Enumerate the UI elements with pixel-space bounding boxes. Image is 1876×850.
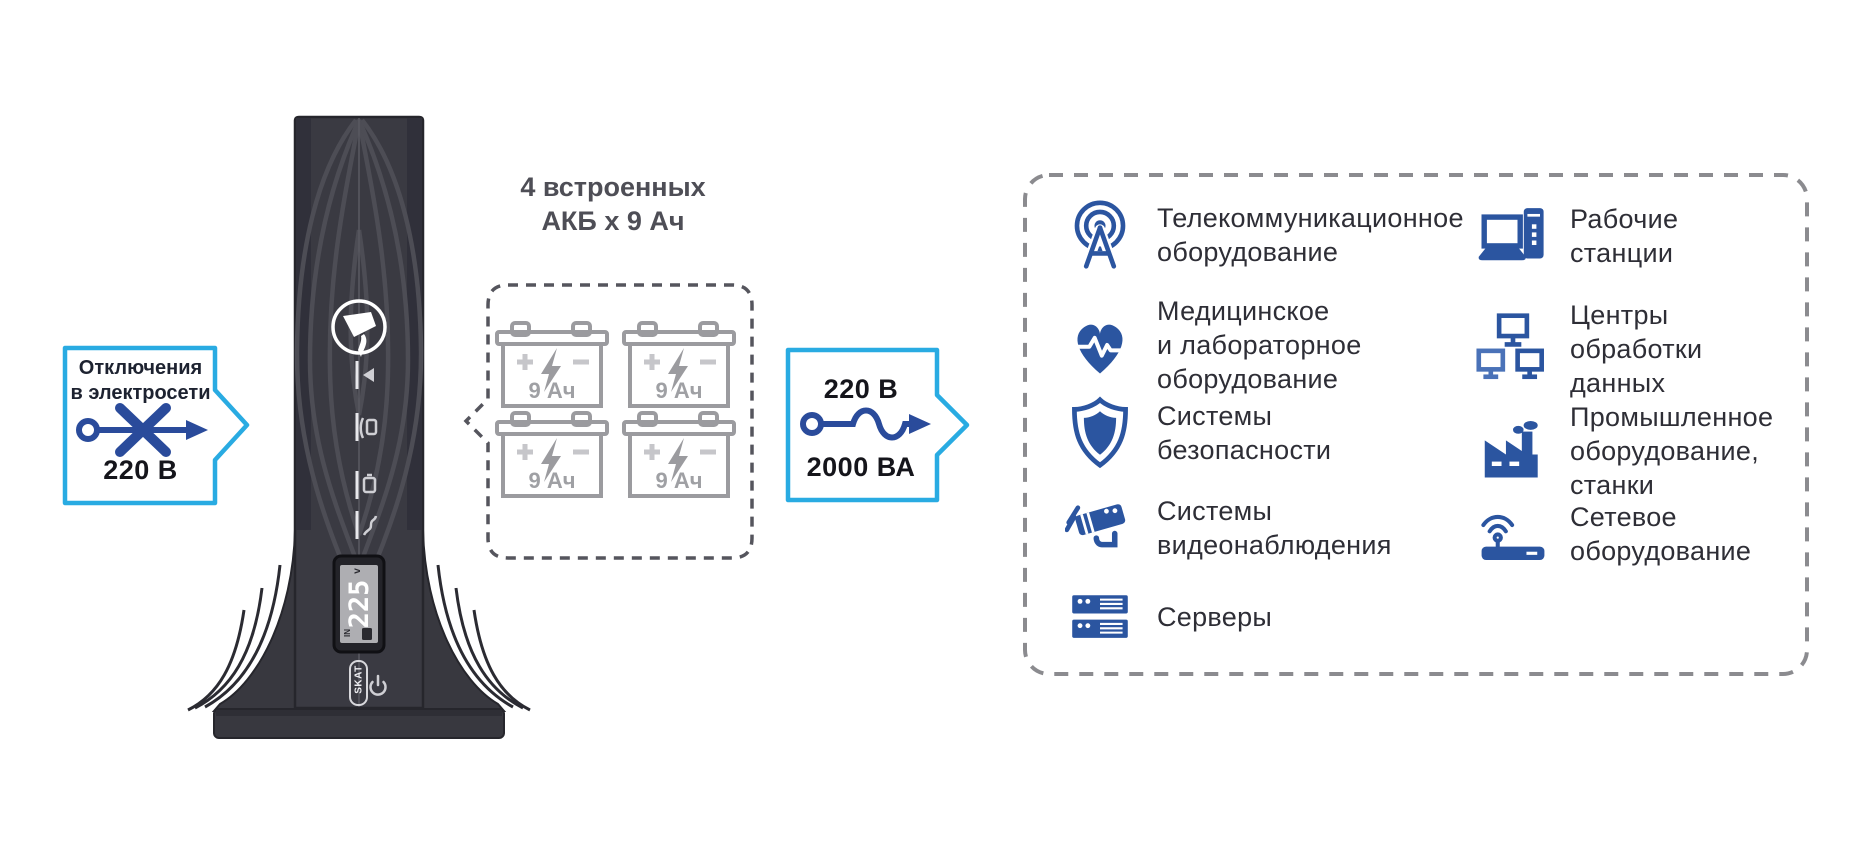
ups-brand-capsule: SKAT <box>349 660 368 706</box>
medical-heart-icon <box>1057 313 1143 377</box>
battery-icon: 9 Ач <box>495 411 609 498</box>
input-callout-bubble <box>62 345 250 506</box>
applications-panel-border <box>1023 173 1809 676</box>
wifi-router-icon <box>1470 505 1556 563</box>
app-label: Промышленное оборудование, станки <box>1570 402 1774 500</box>
app-label: Системы безопасности <box>1157 401 1332 465</box>
ups-pattern <box>294 118 424 603</box>
app-item: Промышленное оборудование, станки <box>1470 400 1773 502</box>
antenna-icon <box>1057 200 1143 270</box>
display-unit-top: v <box>352 568 363 574</box>
factory-icon <box>1470 421 1556 481</box>
display-value: 225 <box>344 580 375 629</box>
display-unit-bottom: IN <box>343 629 352 637</box>
ups-tower: 225 v IN SKAT <box>187 115 531 739</box>
output-callout-bubble <box>785 347 970 503</box>
battery-icon: 9 Ач <box>622 321 736 408</box>
ups-brand-label: SKAT <box>354 665 365 693</box>
output-power: 2000 ВА <box>806 452 916 482</box>
app-label: Рабочие станции <box>1570 204 1679 268</box>
power-line-cut-icon <box>76 403 208 457</box>
data-center-icon <box>1470 312 1556 386</box>
app-label: Телекоммуникационное оборудование <box>1157 203 1464 267</box>
speaker-icon <box>363 368 374 382</box>
workstation-icon <box>1470 204 1556 268</box>
phone-icon <box>365 418 378 436</box>
applications-panel: Телекоммуникационное оборудование Медици… <box>1022 172 1810 677</box>
app-label: Серверы <box>1157 602 1273 632</box>
phone-line-icon <box>359 417 365 439</box>
app-label: Центры обработки данных <box>1570 300 1703 398</box>
battery-box-border <box>463 283 754 560</box>
app-label: Медицинское и лабораторное оборудование <box>1157 296 1362 394</box>
app-item: Системы видеонаблюдения <box>1057 494 1392 562</box>
server-icon <box>1057 590 1143 644</box>
app-item: Центры обработки данных <box>1470 298 1702 400</box>
app-label: Системы видеонаблюдения <box>1157 496 1392 560</box>
battery-box: 9 Ач 9 Ач 9 Ач <box>463 283 754 560</box>
app-item: Телекоммуникационное оборудование <box>1057 200 1464 270</box>
input-callout-voltage: 220 В <box>103 455 178 485</box>
battery-icon: 9 Ач <box>495 321 609 408</box>
ups-display: 225 v IN <box>332 554 386 654</box>
output-voltage: 220 В <box>823 374 899 404</box>
shield-icon <box>1057 394 1143 472</box>
app-item: Сетевое оборудование <box>1470 500 1751 568</box>
svg-text:9 Ач: 9 Ач <box>655 468 702 493</box>
cctv-camera-icon <box>1057 494 1143 562</box>
display-battery-icon <box>362 628 372 640</box>
skat-logo-icon <box>331 299 387 357</box>
app-item: Системы безопасности <box>1057 394 1331 472</box>
battery-status-icon <box>362 476 377 494</box>
app-item: Рабочие станции <box>1470 202 1678 270</box>
battery-box-title: 4 встроенных АКБ x 9 Ач <box>520 172 706 236</box>
svg-text:9 Ач: 9 Ач <box>655 378 702 403</box>
battery-icon: 9 Ач <box>622 411 736 498</box>
sine-wave-icon <box>800 407 931 441</box>
app-label: Сетевое оборудование <box>1570 502 1752 566</box>
power-button-icon[interactable] <box>369 674 387 696</box>
wave-icon <box>362 515 378 536</box>
input-callout-title: Отключения в электросети <box>70 357 211 404</box>
app-item: Серверы <box>1057 590 1272 644</box>
app-item: Медицинское и лабораторное оборудование <box>1057 294 1362 396</box>
svg-text:9 Ач: 9 Ач <box>528 468 575 493</box>
svg-text:9 Ач: 9 Ач <box>528 378 575 403</box>
